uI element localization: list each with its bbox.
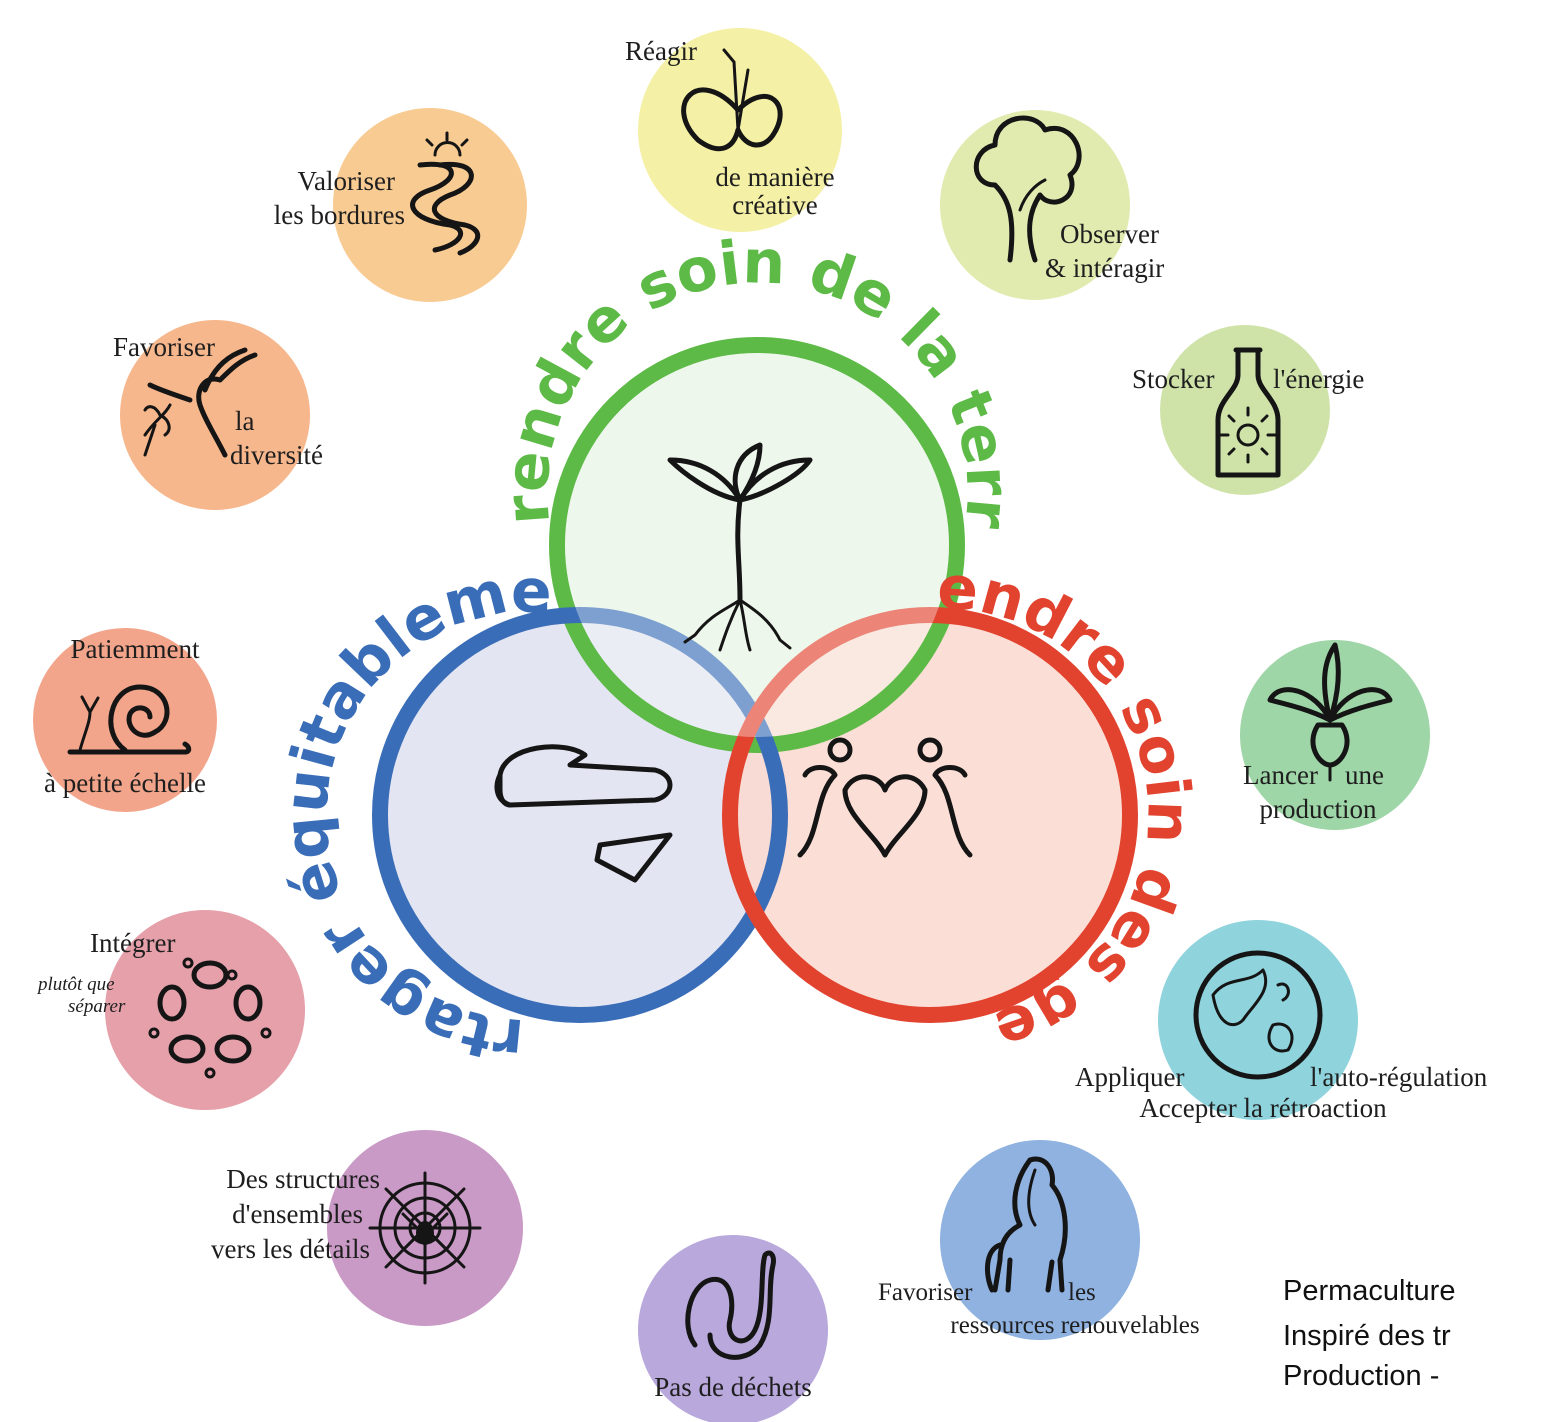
patterns-line3: vers les détails bbox=[211, 1234, 370, 1264]
principle-edges: Valoriser les bordures bbox=[274, 108, 527, 302]
bubble-waste bbox=[638, 1235, 828, 1422]
worm-icon bbox=[685, 1250, 776, 1360]
diversity-line3: diversité bbox=[230, 440, 323, 470]
sprout-roots-icon bbox=[667, 442, 813, 652]
principle-slow: Patiemment à petite échelle bbox=[33, 628, 217, 812]
people-heart-icon bbox=[797, 737, 973, 858]
principle-store: Stocker l'énergie bbox=[1132, 325, 1364, 495]
butterfly-icon bbox=[681, 48, 783, 152]
principle-integrate: Intégrer plutôt que séparer bbox=[36, 910, 305, 1110]
principle-yield: Lancer une production bbox=[1240, 640, 1430, 830]
renewable-line3: ressources renouvelables bbox=[950, 1312, 1199, 1339]
slow-line1: Patiemment bbox=[71, 634, 200, 664]
patterns-line1: Des structures bbox=[226, 1164, 380, 1194]
principle-no-waste: Pas de déchets bbox=[638, 1235, 828, 1422]
share-circle-fill bbox=[380, 615, 780, 1015]
integrate-line1: Intégrer bbox=[90, 928, 175, 958]
spider-web-icon bbox=[368, 1171, 482, 1285]
globe-icon bbox=[1193, 950, 1323, 1080]
renewable-line2: les bbox=[1068, 1279, 1096, 1306]
shared-pie-icon bbox=[494, 744, 673, 883]
share-circle-ring bbox=[372, 607, 788, 1023]
observe-line1: Observer bbox=[1060, 219, 1159, 249]
edges-line2: les bordures bbox=[274, 200, 405, 230]
yield-line2: une bbox=[1345, 760, 1384, 790]
bubble-store bbox=[1160, 325, 1330, 495]
creative-line3: créative bbox=[732, 190, 817, 220]
yield-line3: production bbox=[1260, 794, 1377, 824]
waste-line1: Pas de déchets bbox=[654, 1372, 811, 1402]
integrate-line3: séparer bbox=[68, 996, 126, 1017]
bubble-integrate bbox=[105, 910, 305, 1110]
bottle-sun-icon bbox=[1215, 347, 1281, 478]
credit-line3: Production - bbox=[1283, 1360, 1440, 1392]
bubble-edges bbox=[333, 108, 527, 302]
creative-line2: de manière bbox=[715, 162, 834, 192]
venn-overlap-highlight bbox=[565, 353, 949, 737]
diversity-line1: Favoriser bbox=[113, 332, 215, 362]
bubble-renewable bbox=[940, 1140, 1140, 1340]
feedback-line1: Appliquer bbox=[1075, 1062, 1184, 1092]
diversity-line2: la bbox=[235, 406, 255, 436]
yield-line1: Lancer bbox=[1243, 760, 1318, 790]
renewable-line1: Favoriser bbox=[878, 1279, 973, 1306]
beet-icon bbox=[1267, 642, 1393, 782]
patterns-line2: d'ensembles bbox=[232, 1199, 363, 1229]
hummingbird-icon bbox=[143, 347, 258, 458]
principle-diversity: Favoriser la diversité bbox=[113, 320, 323, 510]
edges-line1: Valoriser bbox=[298, 166, 395, 196]
principle-creative-response: Réagir de manière créative bbox=[625, 28, 842, 232]
principle-renewable: Favoriser les ressources renouvelables bbox=[878, 1140, 1200, 1340]
credit-line2: Inspiré des tr bbox=[1283, 1320, 1451, 1352]
earth-circle-ring bbox=[549, 337, 965, 753]
integrate-line2: plutôt que bbox=[36, 974, 115, 995]
credit-line1: Permaculture bbox=[1283, 1275, 1456, 1307]
principle-feedback: Appliquer l'auto-régulation Accepter la … bbox=[1075, 920, 1488, 1123]
tree-icon bbox=[973, 115, 1082, 263]
horse-icon bbox=[985, 1156, 1068, 1293]
principle-patterns: Des structures d'ensembles vers les déta… bbox=[211, 1130, 523, 1326]
people-circle-fill bbox=[730, 615, 1130, 1015]
circle-of-stones-icon bbox=[148, 957, 272, 1079]
observe-line2: & intéragir bbox=[1045, 253, 1164, 283]
principle-observe: Observer & intéragir bbox=[940, 110, 1164, 300]
people-circle-ring bbox=[722, 607, 1138, 1023]
store-line2: l'énergie bbox=[1273, 364, 1364, 394]
snail-icon bbox=[67, 684, 192, 755]
slow-line2: à petite échelle bbox=[44, 768, 206, 798]
feedback-line3: Accepter la rétroaction bbox=[1139, 1093, 1387, 1123]
bubble-slow bbox=[33, 628, 217, 812]
store-line1: Stocker bbox=[1132, 364, 1214, 394]
bubble-diversity bbox=[120, 320, 310, 510]
creative-line1: Réagir bbox=[625, 36, 697, 66]
feedback-line2: l'auto-régulation bbox=[1310, 1062, 1488, 1092]
river-sun-icon bbox=[410, 131, 480, 256]
bubble-feedback bbox=[1158, 920, 1358, 1120]
